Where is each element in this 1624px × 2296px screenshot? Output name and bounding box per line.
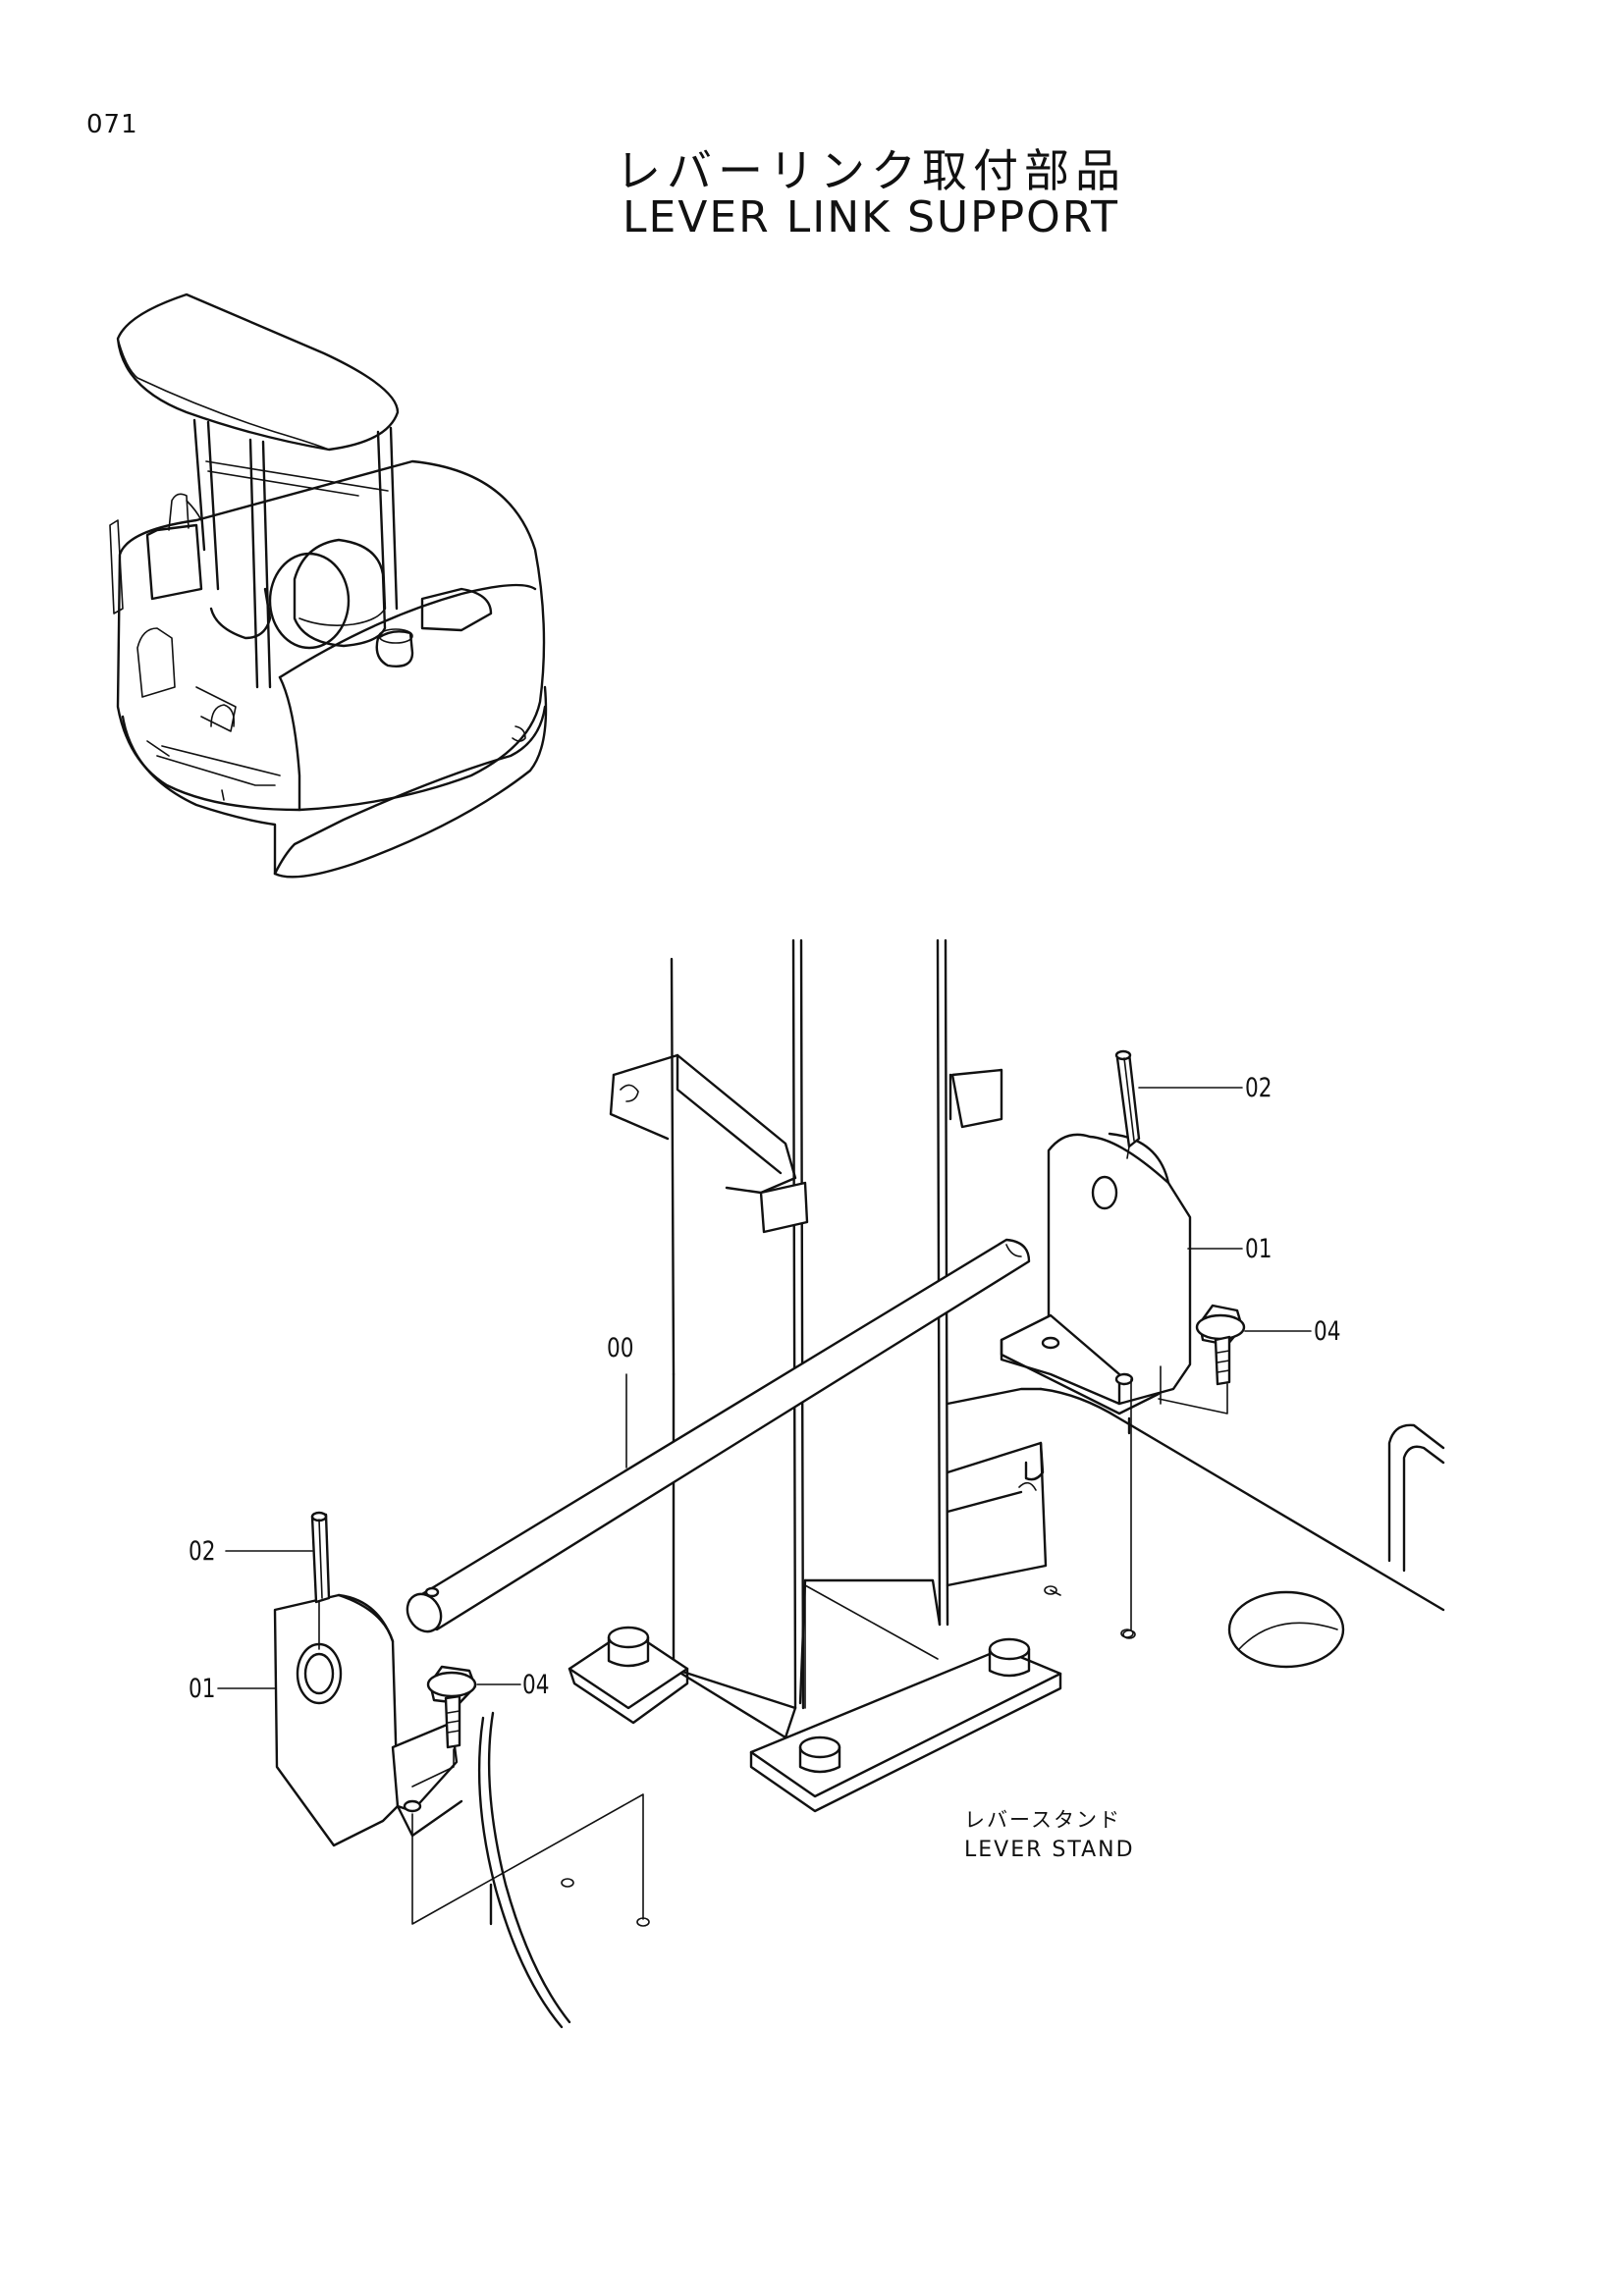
page-title-english: LEVER LINK SUPPORT <box>622 192 1120 242</box>
callout-04-bolt-left: 04 <box>522 1670 550 1700</box>
lever-stand-label-japanese: レバースタンド <box>964 1808 1121 1832</box>
callout-01-bracket-left: 01 <box>189 1674 216 1704</box>
callout-02-spring-pin-right: 02 <box>1245 1073 1272 1103</box>
right-spring-pin <box>1114 1049 1141 1148</box>
callout-02-spring-pin-left: 02 <box>189 1536 216 1567</box>
machine-overview-illustration <box>109 293 548 879</box>
callout-04-bolt-right: 04 <box>1314 1316 1341 1347</box>
right-bolt <box>1195 1304 1246 1386</box>
left-bracket <box>273 1593 463 1847</box>
callout-00-pin: 00 <box>607 1333 634 1363</box>
assembly-guide-lines <box>318 1146 1228 1925</box>
right-bracket <box>1000 1132 1192 1415</box>
left-bolt <box>426 1665 477 1749</box>
callout-01-bracket-right: 01 <box>1245 1234 1272 1264</box>
page-number: 071 <box>86 110 138 139</box>
lever-link-pin <box>406 1238 1031 1633</box>
left-spring-pin <box>310 1511 331 1604</box>
callout-leaders <box>217 1087 1312 1689</box>
lever-stand-label-english: LEVER STAND <box>964 1838 1135 1862</box>
page-title-japanese: レバーリンク取付部品 <box>616 144 1126 197</box>
